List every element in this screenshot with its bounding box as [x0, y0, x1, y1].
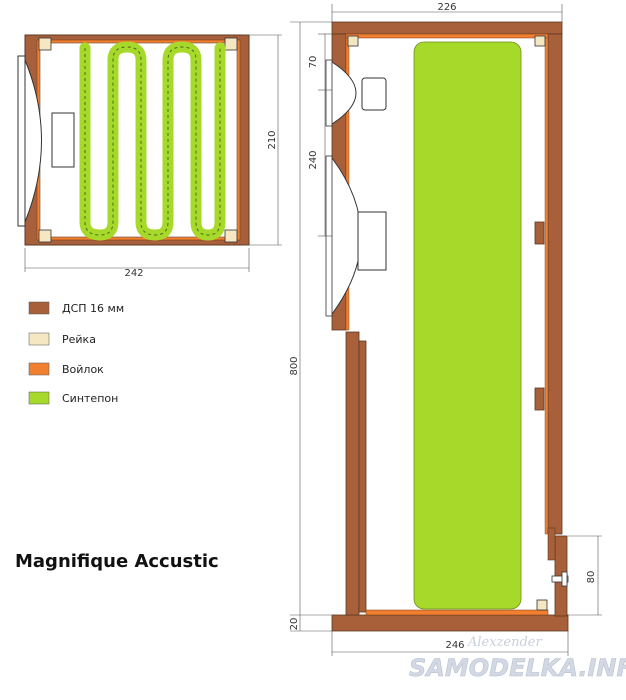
side-view-top-panel [331, 21, 563, 35]
side-view-tweeter-magnet [361, 77, 387, 111]
side-view-bracket [534, 387, 545, 411]
dim-label-226: 226 [437, 2, 456, 13]
watermark-author: Alexzender [467, 635, 543, 650]
side-view-rail [536, 599, 548, 611]
watermark-site: SAMODELKA.INFO [409, 654, 626, 682]
legend-swatch-felt [28, 362, 50, 376]
side-view-felt-bottom [365, 609, 549, 616]
legend-label-sintepon: Синтепон [62, 392, 118, 405]
side-view-rail [534, 35, 546, 47]
dim-label-20: 20 [289, 618, 300, 631]
side-view-tweeter-flange [325, 59, 333, 127]
dim-label-70: 70 [308, 56, 319, 69]
top-view-rail [224, 37, 238, 51]
side-view-sintepon [413, 41, 522, 610]
top-view-speaker-magnet [51, 112, 75, 168]
side-view-back-panel [547, 33, 563, 535]
dim-label-240: 240 [308, 150, 319, 169]
side-view-felt-back [544, 37, 549, 535]
top-view-rail [38, 37, 52, 51]
side-view-port-slat [547, 527, 556, 561]
dim-label-80: 80 [586, 571, 597, 584]
side-view-rail [347, 35, 359, 47]
legend-swatch-rail [28, 332, 50, 346]
side-view-tweeter-cone [331, 61, 357, 125]
legend-label-felt: Войлок [62, 363, 104, 376]
dim-label-246: 246 [445, 640, 464, 651]
watermark: Alexzender SAMODELKA.INFO [409, 635, 626, 682]
top-view: 242 210 [17, 34, 282, 279]
side-view-woofer-magnet [357, 211, 387, 271]
side-view: 226 246 800 70 240 80 20 [289, 2, 602, 656]
side-view-felt-top [345, 33, 549, 39]
side-view-bracket [534, 221, 545, 245]
top-view-speaker-surround [17, 55, 26, 227]
dim-label-242: 242 [124, 268, 143, 279]
dim-label-210: 210 [267, 130, 278, 149]
legend: ДСП 16 мм Рейка Войлок Синтепон [28, 301, 124, 405]
legend-label-rail: Рейка [62, 333, 96, 346]
side-view-front-panel-lower [345, 331, 360, 616]
side-view-front-slat [358, 340, 367, 613]
dim-label-800: 800 [289, 356, 300, 375]
legend-swatch-sintepon [28, 391, 50, 405]
side-view-woofer-cone [331, 157, 362, 315]
legend-swatch-dsp [28, 301, 50, 315]
side-view-bottom-panel [331, 614, 569, 632]
legend-label-dsp: ДСП 16 мм [62, 302, 124, 315]
top-view-sintepon-core [84, 46, 221, 236]
diagram-title: Magnifique Accustic [15, 551, 219, 572]
top-view-speaker-cone [24, 59, 42, 223]
side-view-terminal-knob [561, 571, 568, 587]
side-view-terminal [551, 575, 569, 583]
top-view-rail [38, 229, 52, 243]
top-view-rail [224, 229, 238, 243]
